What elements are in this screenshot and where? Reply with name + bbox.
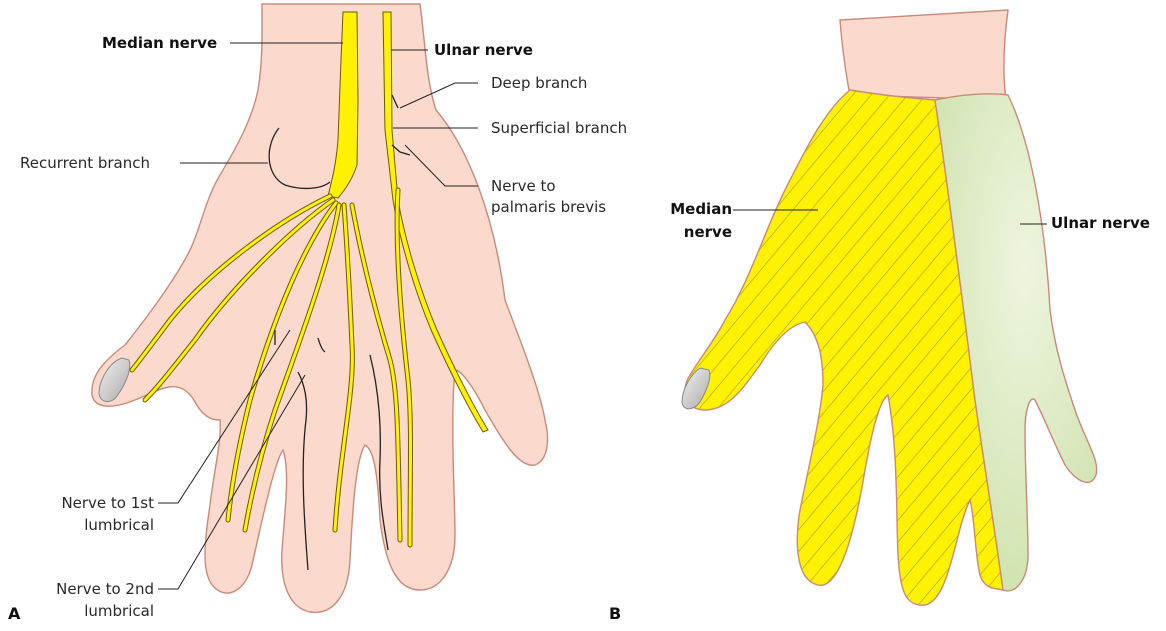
label-ulnar-nerve-a: Ulnar nerve [434,40,533,61]
label-nerve-to-palmaris-line2: palmaris brevis [491,197,606,218]
label-deep-branch: Deep branch [491,73,587,94]
hand-b [682,10,1097,605]
label-nerve-1st-lumbrical-line2: lumbrical [40,515,154,536]
label-nerve-2nd-lumbrical-line2: lumbrical [30,601,154,622]
hand-a [92,4,548,612]
label-median-b-line2: nerve [650,222,732,243]
label-superficial-branch: Superficial branch [491,118,627,139]
label-recurrent-branch: Recurrent branch [20,153,150,174]
label-nerve-to-palmaris-line1: Nerve to [491,176,556,197]
label-nerve-2nd-lumbrical-line1: Nerve to 2nd [30,579,154,600]
label-median-b-line1: Median [650,199,732,220]
panel-letter-a: A [8,604,20,623]
label-ulnar-b: Ulnar nerve [1051,213,1150,234]
label-median-nerve-a: Median nerve [102,33,217,54]
label-nerve-1st-lumbrical-line1: Nerve to 1st [40,493,154,514]
hand-a-outline [92,4,548,612]
wrist-b [840,10,1008,100]
panel-letter-b: B [609,604,621,623]
